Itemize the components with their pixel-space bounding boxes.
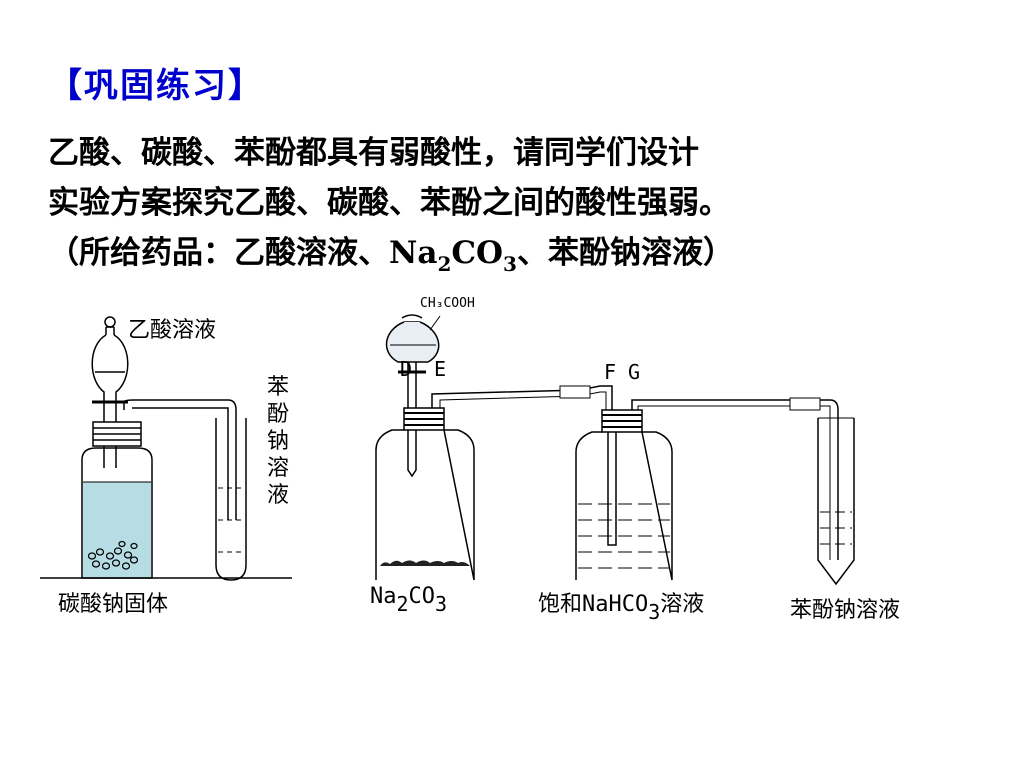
port-d-label: D [400,357,413,381]
problem-line-3: （所给药品：乙酸溶液、Na2CO3、苯酚钠溶液） [48,235,734,276]
reaction-bottle [81,447,153,579]
delivery-tube [123,399,237,520]
flask1-reagent-label: Na2CO3 [370,584,448,616]
flask-1 [375,429,475,581]
acetic-funnel [385,321,440,363]
problem-line-1: 乙酸、碳酸、苯酚都具有弱酸性，请同学们设计 [48,135,699,171]
flask-2 [575,431,673,581]
port-e-label: E [434,357,447,381]
funnel-stopper [104,316,116,328]
port-g-label: G [628,360,641,384]
acetic-acid-solution-label: 乙酸溶液 [128,318,217,343]
sodium-carbonate-solid [87,540,139,570]
sodium-phenoxide-solution-label: 苯 酚 钠 溶 液 [266,375,289,508]
flask1-solid [380,560,470,566]
slide-title: 【巩固练习】 [48,66,264,106]
separatory-funnel [91,334,129,430]
tube-reagent-label: 苯酚钠溶液 [790,598,901,623]
left-apparatus [40,316,292,581]
port-f-label: F [604,360,617,384]
sodium-carbonate-solid-label: 碳酸钠固体 [58,592,169,617]
test-tube-right [817,418,855,586]
problem-line-2: 实验方案探究乙酸、碳酸、苯酚之间的酸性强弱。 [48,185,730,221]
acetic-acid-formula-label: CH₃COOH [420,296,475,311]
test-tube-left [215,418,247,581]
problem-text: 乙酸、碳酸、苯酚都具有弱酸性，请同学们设计 实验方案探究乙酸、碳酸、苯酚之间的酸… [48,128,988,278]
tube-g [631,399,839,560]
flask2-reagent-label: 饱和NaHCO3溶液 [538,592,705,624]
right-apparatus [375,314,855,586]
